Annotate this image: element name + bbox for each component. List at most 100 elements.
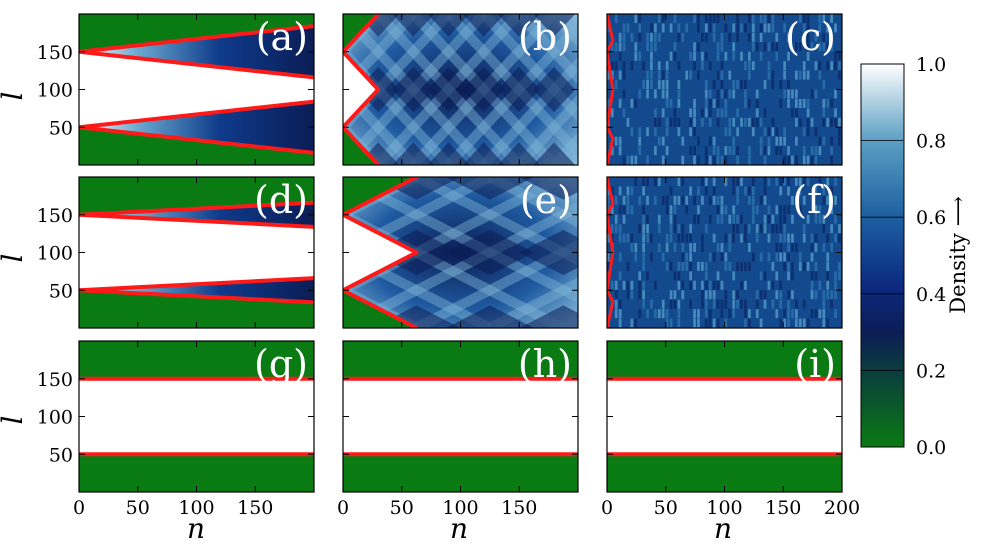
noise-cell [732, 117, 736, 127]
noise-cell [748, 146, 751, 156]
noise-cell [618, 252, 622, 262]
noise-cell [642, 80, 645, 90]
noise-cell [665, 80, 669, 90]
noise-cell [822, 108, 826, 118]
noise-cell [771, 261, 775, 271]
noise-cell [795, 155, 798, 165]
y-tick-label: 50 [49, 444, 73, 466]
noise-cell [638, 14, 642, 23]
noise-cell [783, 23, 786, 33]
noise-cell [704, 51, 708, 61]
noise-cell [728, 233, 732, 243]
noise-cell [783, 309, 786, 319]
noise-cell [732, 271, 736, 281]
noise-cell [704, 261, 708, 271]
noise-cell [622, 32, 626, 42]
noise-cell [607, 186, 610, 196]
noise-cell [720, 32, 724, 42]
interference-band [487, 177, 578, 228]
dark-cell [497, 142, 541, 165]
noise-cell [822, 117, 826, 127]
noise-cell [748, 186, 751, 196]
noise-cell [822, 224, 826, 234]
noise-cell [755, 309, 759, 319]
noise-cell [775, 177, 779, 186]
noise-cell [618, 299, 622, 309]
noise-cell [732, 146, 736, 156]
noise-cell [689, 186, 692, 196]
noise-cell [657, 243, 661, 253]
dark-cell [445, 305, 534, 328]
noise-cell [720, 214, 724, 224]
noise-cell [814, 205, 818, 215]
noise-cell [669, 290, 673, 300]
noise-cell [634, 98, 638, 108]
noise-cell [693, 98, 696, 108]
noise-cell [838, 70, 841, 80]
noise-cell [755, 233, 759, 243]
noise-cell [751, 177, 755, 186]
noise-cell [689, 146, 692, 156]
noise-cell [802, 127, 806, 137]
noise-cell [646, 127, 649, 137]
noise-cell [806, 98, 810, 108]
dark-cell [519, 177, 578, 200]
noise-cell [798, 205, 802, 215]
noise-cell [665, 195, 669, 205]
noise-cell [732, 309, 736, 319]
noise-cell [748, 309, 751, 319]
noise-cell [791, 108, 794, 118]
noise-cell [802, 261, 806, 271]
noise-cell [657, 136, 661, 146]
y-axis-label-row3: l [0, 416, 29, 425]
noise-cell [701, 233, 704, 243]
noise-cell [755, 117, 759, 127]
colorbar-ticks: 0.00.20.40.60.81.0 [861, 54, 946, 459]
noise-cell [767, 61, 771, 71]
noise-cell [638, 271, 642, 281]
noise-cell [614, 309, 618, 319]
x-tick-label: 0 [73, 497, 85, 519]
noise-cell [716, 299, 720, 309]
x-tick-label: 150 [501, 497, 537, 519]
noise-cell [630, 280, 634, 290]
noise-cell [810, 271, 814, 281]
noise-cell [779, 146, 783, 156]
noise-cell [748, 117, 751, 127]
noise-cell [630, 233, 634, 243]
noise-cell [646, 89, 649, 99]
noise-cell [638, 195, 642, 205]
noise-cell [802, 195, 806, 205]
noise-cell [610, 280, 614, 290]
noise-cell [795, 177, 798, 186]
noise-cell [771, 117, 775, 127]
noise-cell [685, 261, 689, 271]
noise-cell [791, 243, 794, 253]
noise-cell [720, 309, 724, 319]
noise-cell [704, 23, 708, 33]
noise-cell [763, 177, 767, 186]
noise-cell [665, 98, 669, 108]
noise-cell [669, 117, 673, 127]
dark-cell [532, 14, 576, 37]
noise-cell [822, 290, 826, 300]
noise-cell [661, 252, 665, 262]
noise-cell [818, 309, 822, 319]
noise-cell [685, 252, 689, 262]
noise-cell [791, 195, 794, 205]
noise-cell [681, 136, 685, 146]
noise-cell [708, 214, 712, 224]
interference-band [343, 177, 493, 259]
noise-cell [802, 233, 806, 243]
noise-cell [783, 177, 786, 186]
noise-cell [693, 155, 696, 165]
noise-cell [638, 224, 642, 234]
noise-cell [661, 108, 665, 118]
noise-cell [716, 70, 720, 80]
colorbar-tick-label: 0.4 [916, 284, 946, 306]
noise-cell [618, 318, 622, 328]
noise-cell [763, 42, 767, 52]
noise-cell [712, 318, 716, 328]
noise-cell [755, 98, 759, 108]
panel-label: (g) [254, 342, 308, 386]
